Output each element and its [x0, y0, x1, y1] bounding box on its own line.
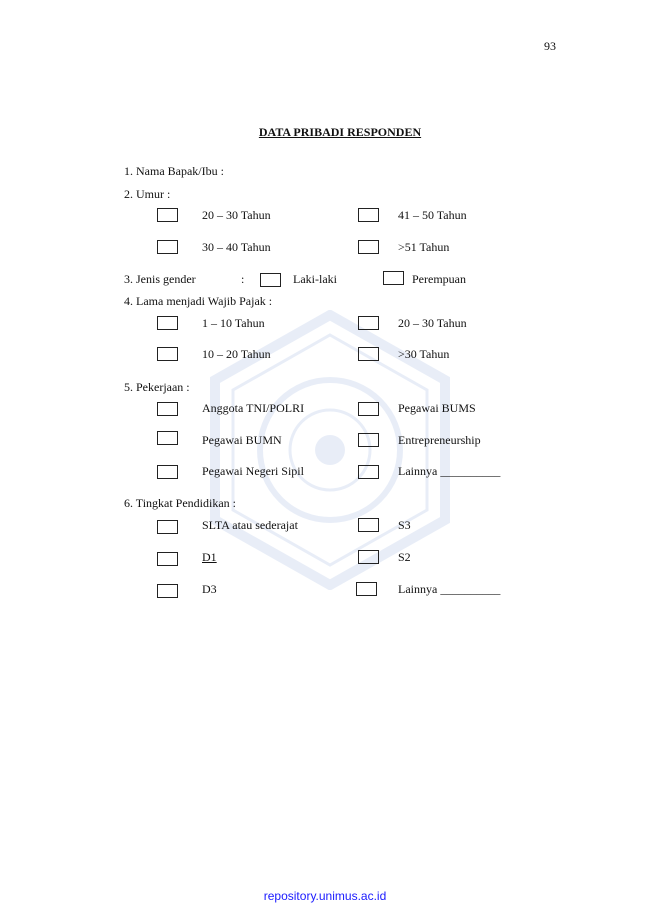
checkbox-lama-1-10[interactable] [157, 316, 178, 330]
checkbox-pekerjaan-bumn[interactable] [157, 431, 178, 445]
option-label: 20 – 30 Tahun [398, 316, 467, 330]
option-label: Lainnya __________ [398, 464, 501, 478]
checkbox-lama-10-20[interactable] [157, 347, 178, 361]
checkbox-umur-51[interactable] [358, 240, 379, 254]
option-label: 1 – 10 Tahun [202, 316, 265, 330]
question-5-label: 5. Pekerjaan : [124, 380, 190, 394]
option-label: Pegawai BUMN [202, 433, 282, 447]
checkbox-pekerjaan-lainnya[interactable] [358, 465, 379, 479]
checkbox-pendidikan-d3[interactable] [157, 584, 178, 598]
checkbox-lama-20-30[interactable] [358, 316, 379, 330]
option-label: Anggota TNI/POLRI [202, 401, 305, 415]
checkbox-lama-30[interactable] [358, 347, 379, 361]
question-3-label: 3. Jenis gender [124, 272, 196, 286]
option-label: Pegawai Negeri Sipil [202, 464, 304, 478]
university-seal-watermark [210, 310, 450, 590]
option-label: D1 [202, 550, 217, 564]
repository-footer-link[interactable]: repository.unimus.ac.id [263, 889, 387, 903]
checkbox-pekerjaan-tni-polri[interactable] [157, 402, 178, 416]
checkbox-gender-laki-laki[interactable] [260, 273, 281, 287]
option-label: SLTA atau sederajat [202, 518, 298, 532]
option-label: Laki-laki [293, 272, 337, 286]
option-label: >51 Tahun [398, 240, 450, 254]
question-4-label: 4. Lama menjadi Wajib Pajak : [124, 294, 273, 308]
option-label: S3 [398, 518, 411, 532]
option-label: 41 – 50 Tahun [398, 208, 467, 222]
checkbox-pendidikan-slta[interactable] [157, 520, 178, 534]
checkbox-pendidikan-d1[interactable] [157, 552, 178, 566]
checkbox-umur-41-50[interactable] [358, 208, 379, 222]
option-label: 10 – 20 Tahun [202, 347, 271, 361]
question-6-label: 6. Tingkat Pendidikan : [124, 496, 237, 510]
question-1-label: 1. Nama Bapak/Ibu : [124, 164, 224, 178]
checkbox-gender-perempuan[interactable] [383, 271, 404, 285]
checkbox-pekerjaan-pns[interactable] [157, 465, 178, 479]
checkbox-umur-20-30[interactable] [157, 208, 178, 222]
option-label: D3 [202, 582, 217, 596]
option-label: Perempuan [412, 272, 466, 286]
checkbox-pendidikan-s3[interactable] [358, 518, 379, 532]
checkbox-umur-30-40[interactable] [157, 240, 178, 254]
option-label: Entrepreneurship [398, 433, 481, 447]
checkbox-pendidikan-s2[interactable] [358, 550, 379, 564]
checkbox-pendidikan-lainnya[interactable] [356, 582, 377, 596]
page-number: 93 [544, 39, 556, 53]
option-label: Lainnya __________ [398, 582, 501, 596]
option-label: S2 [398, 550, 411, 564]
option-label: >30 Tahun [398, 347, 450, 361]
option-label: 30 – 40 Tahun [202, 240, 271, 254]
checkbox-pekerjaan-entrepreneurship[interactable] [358, 433, 379, 447]
option-label: Pegawai BUMS [398, 401, 476, 415]
question-2-label: 2. Umur : [124, 187, 171, 201]
question-3-colon: : [241, 272, 245, 286]
checkbox-pekerjaan-bums[interactable] [358, 402, 379, 416]
option-label: 20 – 30 Tahun [202, 208, 271, 222]
document-title: DATA PRIBADI RESPONDEN [258, 125, 422, 139]
